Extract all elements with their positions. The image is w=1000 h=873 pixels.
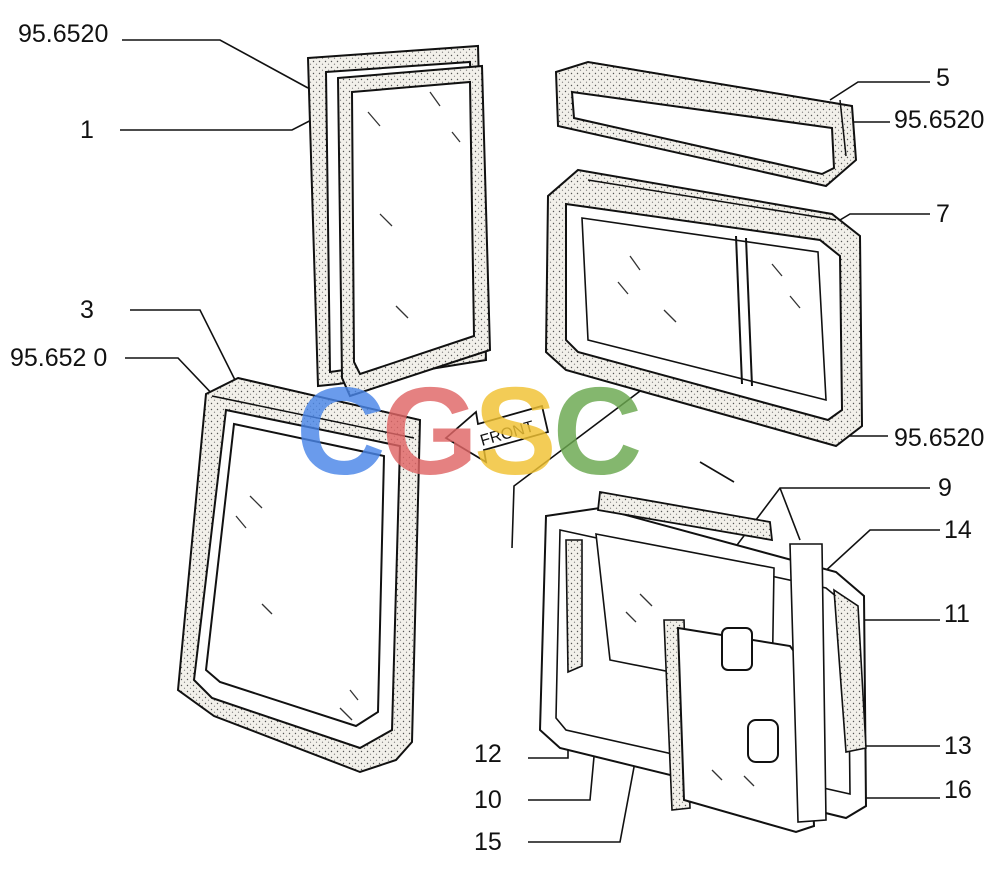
- callout-9: 9: [938, 474, 952, 502]
- callout-14: 14: [944, 516, 972, 544]
- svg-text:CGSC: CGSC: [296, 378, 640, 488]
- callout-15: 15: [474, 828, 502, 856]
- callout-95-6520-top: 95.6520: [18, 20, 109, 48]
- callout-16: 16: [944, 776, 972, 804]
- callout-12: 12: [474, 740, 502, 768]
- part-5-top-seal: [554, 60, 858, 188]
- callout-13: 13: [944, 732, 972, 760]
- callout-7: 7: [936, 200, 950, 228]
- part-14-latch: [721, 627, 753, 671]
- callout-3: 3: [80, 296, 94, 324]
- callout-5: 5: [936, 64, 950, 92]
- watermark-letter: C: [553, 378, 640, 488]
- callout-11: 11: [944, 600, 970, 628]
- parts-lower-right-assembly: [538, 490, 868, 834]
- part-3-lower-left-window: [176, 376, 422, 774]
- callout-1: 1: [80, 116, 94, 144]
- watermark-letter: G: [382, 378, 474, 488]
- callout-95-652-0: 95.652 0: [10, 344, 108, 372]
- callout-95-6520-mid: 95.6520: [894, 424, 985, 452]
- part-1-vertical-window: [306, 44, 492, 398]
- part-7-sliding-window-frame: [544, 168, 864, 448]
- callout-95-6520-right: 95.6520: [894, 106, 985, 134]
- callout-10: 10: [474, 786, 502, 814]
- watermark-letter: C: [296, 378, 383, 488]
- cgsc-watermark-logo: CGSC: [296, 378, 644, 488]
- watermark-letter: S: [474, 378, 553, 488]
- part-13-clip: [747, 719, 779, 763]
